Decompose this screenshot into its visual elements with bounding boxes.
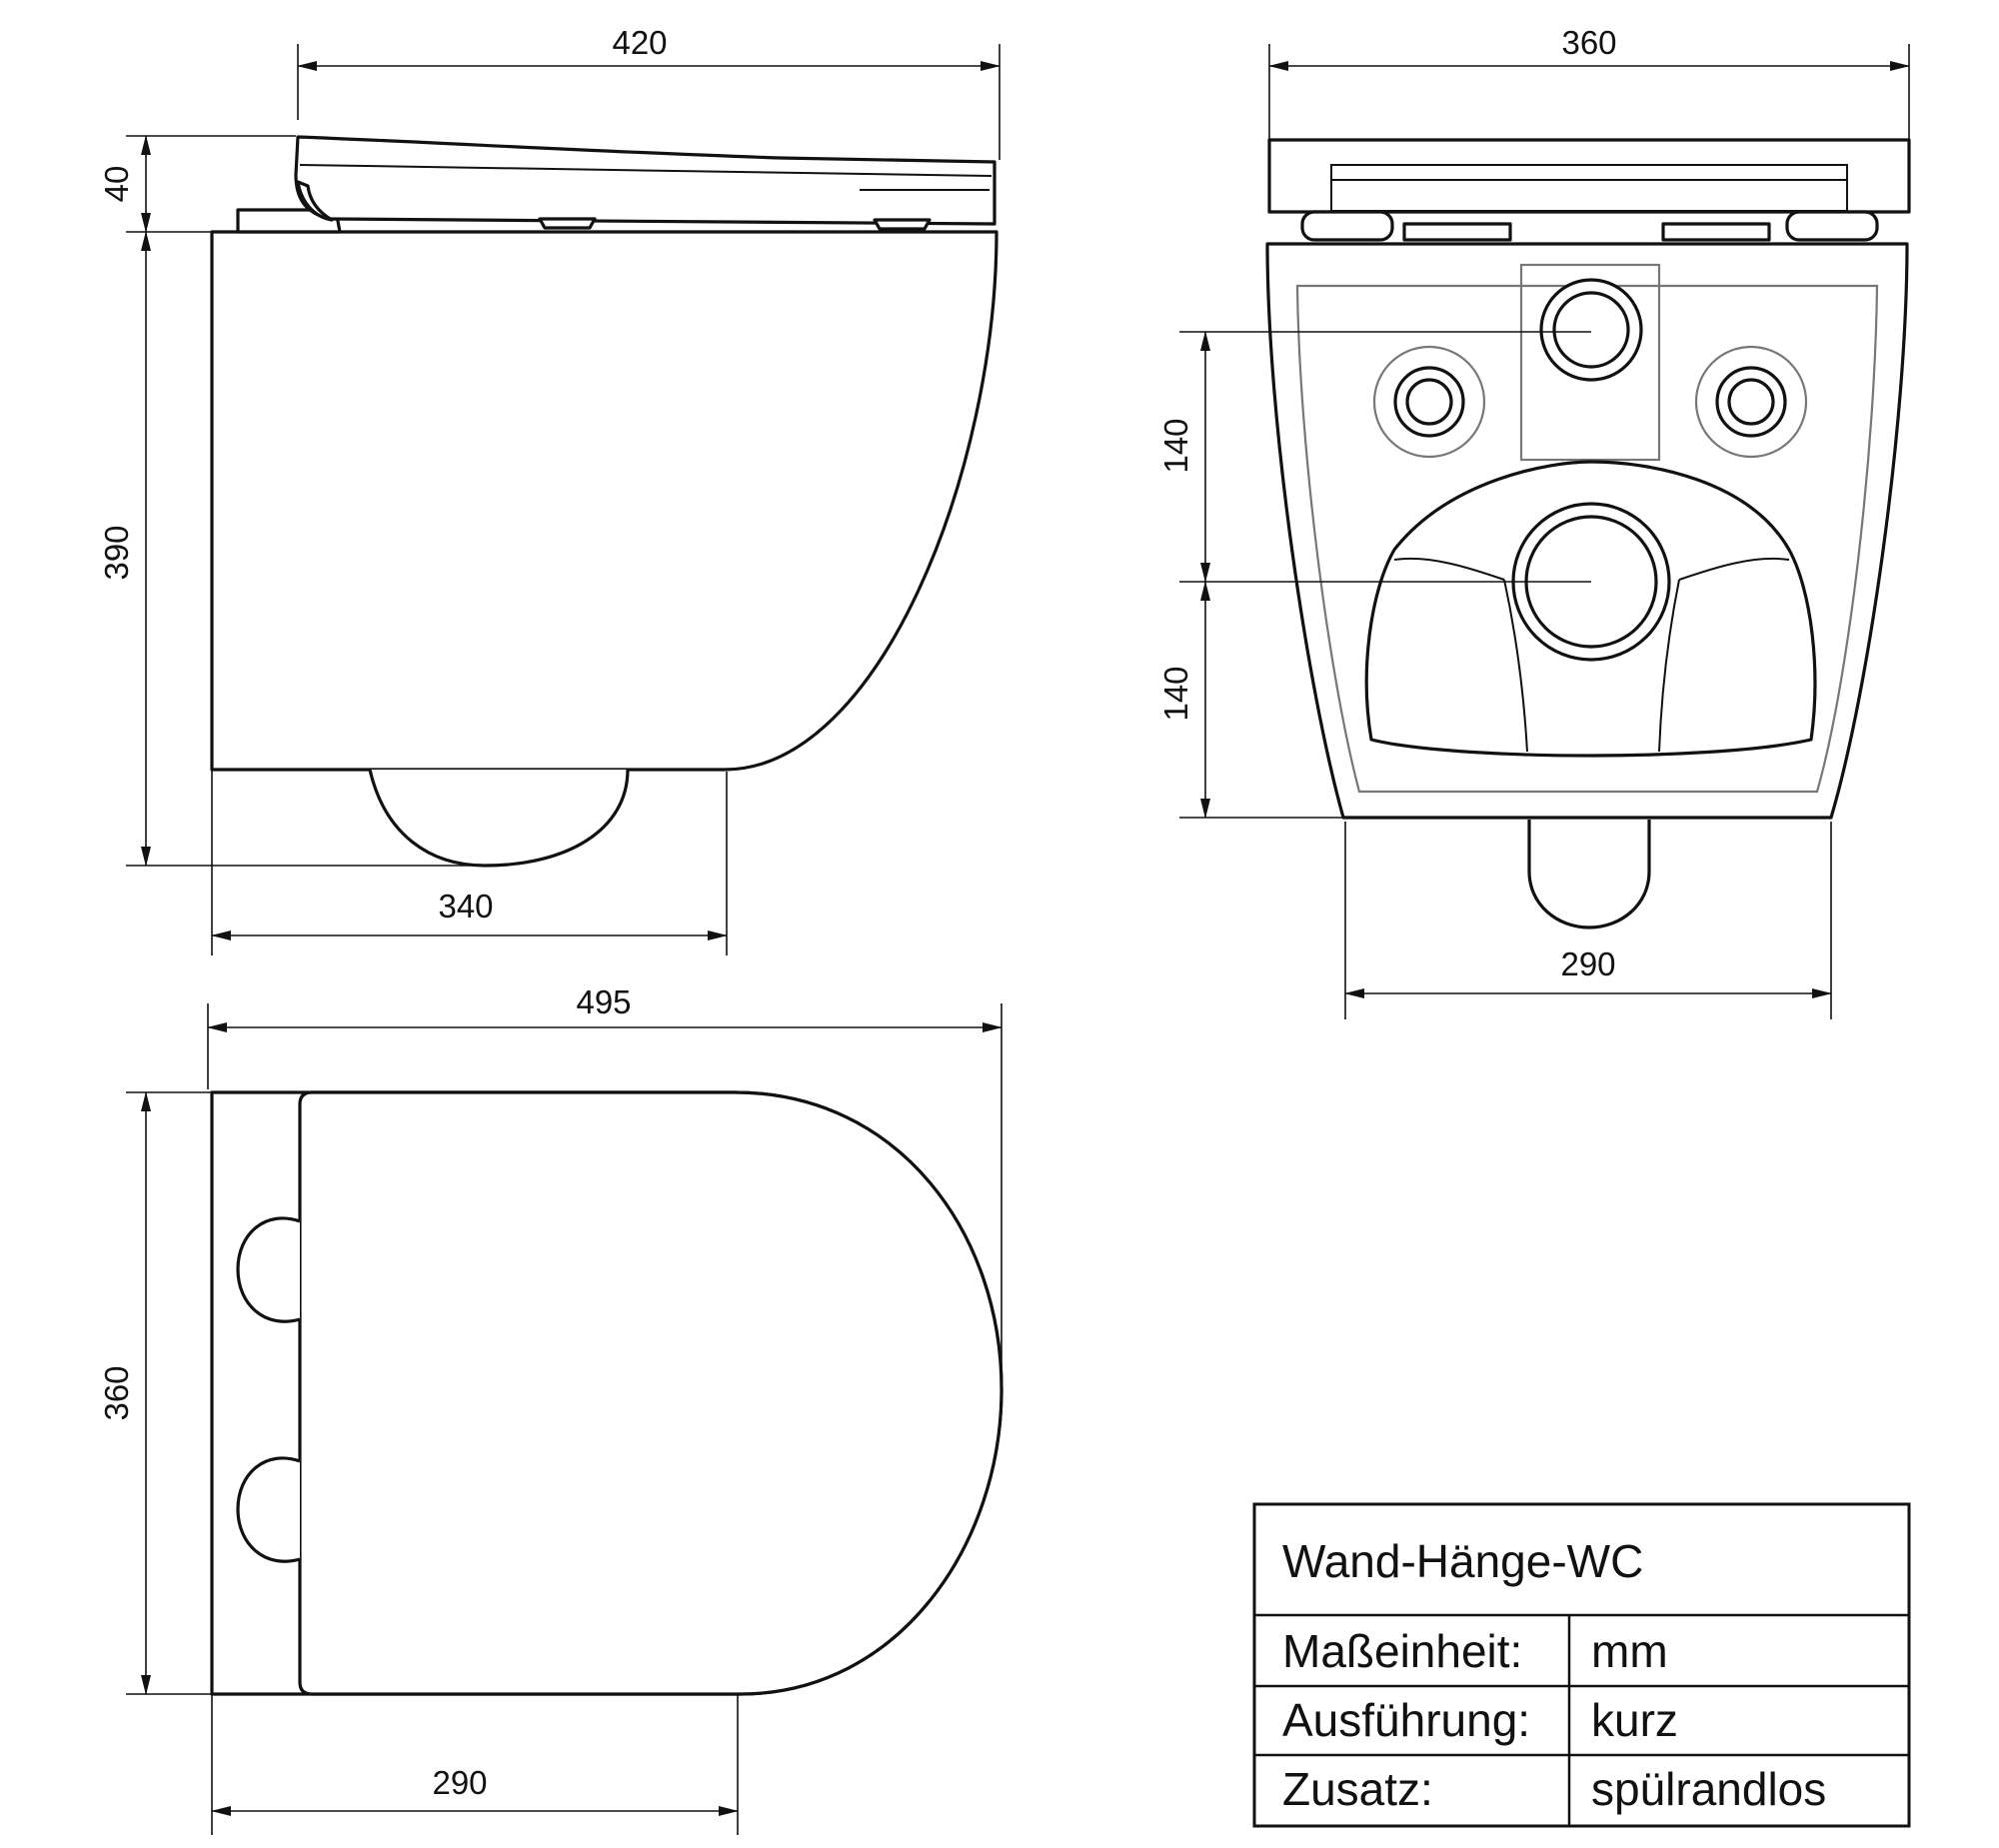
dim-label-seat-thickness: 40 bbox=[98, 166, 135, 203]
title-block-label: Zusatz: bbox=[1282, 1763, 1433, 1815]
dim-label-fixing-depth: 340 bbox=[438, 888, 493, 924]
title-block: Wand-Hänge-WC Maßeinheit: mm Ausführung:… bbox=[1252, 1502, 1911, 1828]
front-seat-block bbox=[1267, 138, 1911, 214]
front-buffer bbox=[1785, 210, 1879, 242]
top-hinge-knob bbox=[236, 1216, 301, 1323]
dim-label-bowl-height: 390 bbox=[98, 525, 135, 580]
top-seat-lid bbox=[298, 1090, 1003, 1696]
dim-label-top-fixing-depth: 290 bbox=[432, 1764, 487, 1801]
front-back-plate bbox=[1295, 284, 1879, 794]
title-block-value: kurz bbox=[1591, 1694, 1678, 1746]
dim-label-top-width: 360 bbox=[98, 1365, 135, 1420]
front-waste-spigot bbox=[1527, 820, 1651, 929]
side-view: 420 40 390 340 bbox=[98, 24, 1000, 955]
front-fixing-hole bbox=[1372, 345, 1486, 459]
dim-label-base-width: 290 bbox=[1560, 945, 1615, 982]
dim-label-front-width: 360 bbox=[1561, 24, 1616, 61]
front-outlet-rib bbox=[1393, 557, 1505, 581]
dim-label-overall-length: 420 bbox=[612, 24, 667, 61]
dim-label-lower-spacing: 140 bbox=[1157, 666, 1194, 721]
front-fixing-hole-inner bbox=[1727, 378, 1775, 426]
side-seat-lid bbox=[294, 135, 997, 226]
front-seat-inner bbox=[1330, 164, 1848, 212]
front-fixing-hole bbox=[1694, 345, 1808, 459]
dim-label-upper-spacing: 140 bbox=[1157, 418, 1194, 473]
side-seat-edge bbox=[299, 164, 993, 177]
front-hinge-plate bbox=[1661, 222, 1771, 242]
front-outlet-rib bbox=[1678, 557, 1790, 581]
side-hinge-curl bbox=[296, 180, 334, 222]
title-block-label: Ausführung: bbox=[1282, 1694, 1530, 1746]
front-view: 360 140 140 290 bbox=[1157, 24, 1911, 1019]
top-hinge-knob bbox=[236, 1456, 301, 1563]
top-view: 495 360 290 bbox=[98, 983, 1003, 1835]
front-water-inlet-inner bbox=[1552, 291, 1630, 369]
front-outlet-rib bbox=[1658, 579, 1680, 753]
title-block-frame bbox=[1252, 1502, 1911, 1828]
title-block-value: spülrandlos bbox=[1591, 1763, 1826, 1815]
side-waste-outlet bbox=[368, 769, 630, 868]
front-hinge-plate bbox=[1402, 222, 1512, 242]
side-bowl-body bbox=[210, 230, 999, 772]
dim-label-projection: 495 bbox=[576, 983, 631, 1020]
side-seat-buffer bbox=[538, 217, 597, 230]
title-block-value: mm bbox=[1591, 1625, 1668, 1677]
front-inlet-housing bbox=[1519, 263, 1661, 462]
title-block-title: Wand-Hänge-WC bbox=[1282, 1535, 1643, 1587]
front-fixing-hole-inner bbox=[1405, 378, 1453, 426]
title-block-label: Maßeinheit: bbox=[1282, 1625, 1522, 1677]
side-hinge-block bbox=[236, 208, 342, 234]
side-seat-buffer bbox=[873, 218, 932, 231]
front-outlet-rib bbox=[1503, 579, 1528, 753]
front-buffer bbox=[1300, 210, 1394, 242]
